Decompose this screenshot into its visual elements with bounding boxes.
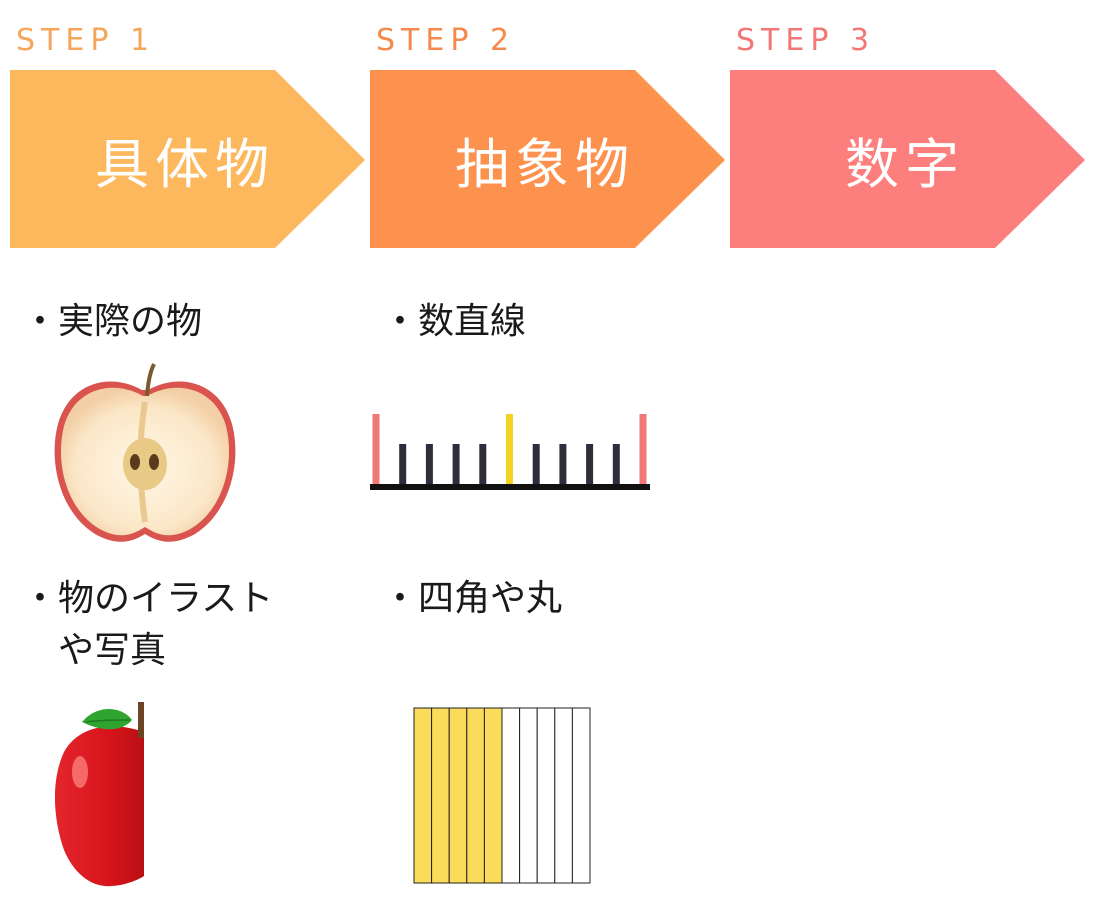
filled-block	[413, 707, 433, 884]
step-2-arrow-fill	[370, 70, 725, 248]
number-line-tick	[425, 444, 433, 488]
number-line-tick	[506, 414, 513, 488]
number-line-tick	[372, 414, 380, 488]
step-1-title: 具体物	[95, 132, 275, 196]
step-3: STEP 3 数字	[730, 0, 1090, 250]
step-3-label: STEP 3	[736, 23, 876, 58]
filled-block	[466, 707, 485, 884]
empty-block	[501, 707, 521, 884]
step-2-label: STEP 2	[376, 23, 516, 58]
empty-block	[536, 707, 556, 884]
empty-block	[519, 707, 538, 884]
number-line-base	[370, 484, 650, 490]
step-3-arrow-fill	[730, 70, 1085, 248]
filled-block	[448, 707, 468, 884]
illustration-text: ・物のイラスト や写真	[22, 578, 274, 672]
number-line-tick	[586, 444, 594, 488]
step-1-label: STEP 1	[16, 23, 156, 58]
step-3-arrow-shape	[730, 70, 1085, 248]
number-line-diagram-icon	[370, 414, 650, 490]
step-2-title: 抽象物	[455, 132, 635, 196]
empty-block	[554, 707, 573, 884]
step-2-arrow-shape	[370, 70, 725, 248]
filled-block	[431, 707, 450, 884]
cut-apple-photo-icon	[54, 363, 236, 542]
shapes-text: ・四角や丸	[382, 578, 563, 619]
number-line-tick	[452, 444, 460, 488]
number-line-tick	[612, 444, 620, 488]
number-line-text: ・数直線	[382, 301, 527, 342]
number-line-tick	[399, 444, 407, 488]
number-line-tick	[559, 444, 567, 488]
ten-strip-blocks-icon	[413, 707, 591, 884]
step-3-title: 数字	[845, 132, 965, 196]
step-1-arrow-fill	[10, 70, 365, 248]
number-line-tick	[639, 414, 647, 488]
step-1: STEP 1 具体物	[10, 0, 370, 250]
number-line-tick	[532, 444, 540, 488]
filled-block	[483, 707, 503, 884]
empty-block	[571, 707, 591, 884]
number-line-tick	[479, 444, 487, 488]
red-apple-illustration-icon	[54, 702, 145, 887]
step-2: STEP 2 抽象物	[370, 0, 730, 250]
step-1-arrow-shape	[10, 70, 365, 248]
real-object-text: ・実際の物	[22, 301, 203, 342]
